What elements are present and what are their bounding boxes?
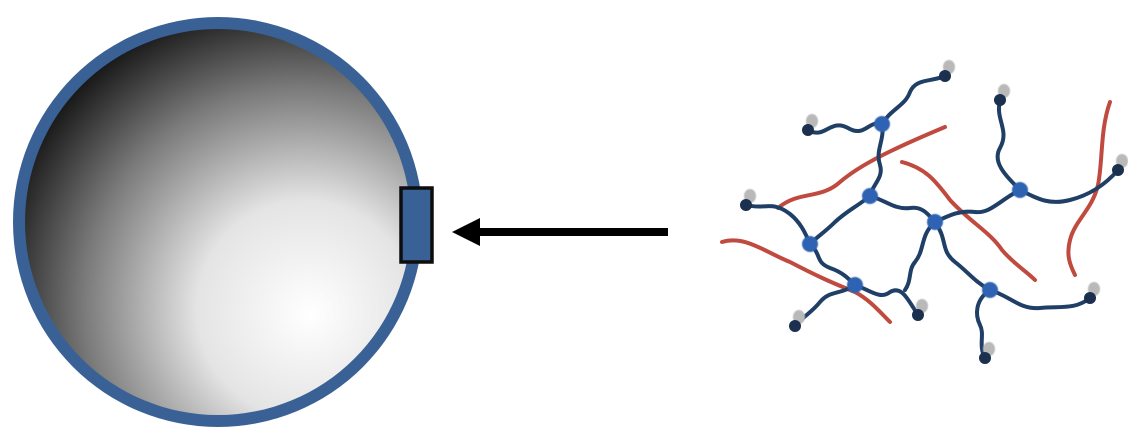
crosslink-node-2 — [862, 188, 878, 204]
end-group-2 — [939, 60, 955, 82]
network-chain-4 — [744, 203, 812, 246]
end-group-4 — [740, 189, 756, 211]
network-chain-14 — [975, 288, 992, 360]
network-chain-6 — [868, 194, 937, 224]
end-group-1 — [802, 114, 818, 136]
end-group-3 — [994, 84, 1010, 106]
crosslink-node-7 — [982, 282, 998, 298]
crosslink-node-5 — [927, 214, 943, 230]
sphere-core — [25, 29, 411, 415]
free-chain-2 — [720, 238, 892, 324]
crosslink-node-6 — [1012, 182, 1028, 198]
free-chain-1 — [776, 125, 947, 210]
network-chain-11 — [933, 188, 1022, 224]
zoom-box — [399, 186, 434, 264]
network-chain-16 — [903, 220, 937, 292]
network-chain-5 — [808, 194, 872, 246]
core-shell-sphere — [13, 17, 423, 427]
crosslink-node-3 — [802, 236, 818, 252]
network-chain-15 — [988, 288, 1092, 311]
network-chain-10 — [933, 220, 992, 292]
end-group-6 — [912, 299, 928, 321]
free-chain-4 — [1066, 100, 1112, 277]
crosslink-node-1 — [874, 116, 890, 132]
network-chain-9 — [853, 283, 920, 317]
end-group-7 — [979, 342, 995, 364]
network-chain-12 — [995, 98, 1022, 192]
polymer-network — [720, 60, 1128, 364]
network-chain-7 — [808, 242, 857, 287]
end-group-8 — [1084, 282, 1100, 304]
arrow-left — [452, 218, 668, 246]
network-chain-2 — [880, 74, 947, 126]
end-group-5 — [789, 310, 805, 332]
network-chain-1 — [806, 121, 884, 135]
free-chain-3 — [900, 160, 1037, 282]
end-group-9 — [1112, 154, 1128, 176]
network-chain-3 — [868, 122, 885, 198]
crosslink-node-4 — [847, 277, 863, 293]
network-chain-13 — [1018, 168, 1120, 204]
